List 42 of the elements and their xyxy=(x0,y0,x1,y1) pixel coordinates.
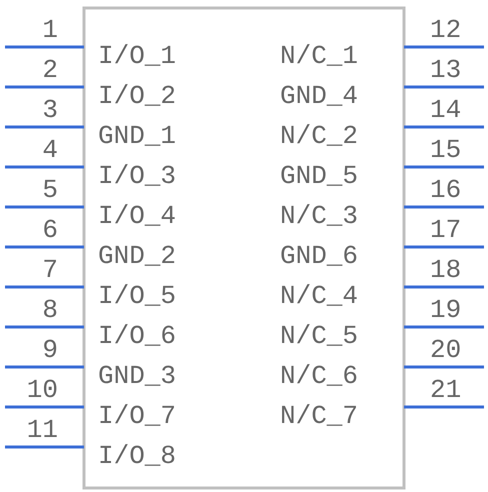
pin-name: N/C_5 xyxy=(280,322,358,350)
pin-number: 14 xyxy=(430,96,462,124)
pin-number: 16 xyxy=(430,176,462,204)
pin-number: 1 xyxy=(42,16,58,44)
pin-name: GND_1 xyxy=(98,122,176,150)
pin-name: I/O_1 xyxy=(98,42,176,70)
pin-number: 13 xyxy=(430,56,462,84)
pin-name: I/O_5 xyxy=(98,282,176,310)
pin-number: 19 xyxy=(430,296,462,324)
pin-name: I/O_6 xyxy=(98,322,176,350)
pin-number: 2 xyxy=(42,56,58,84)
pin-name: GND_4 xyxy=(280,82,358,110)
pin-number: 21 xyxy=(430,376,462,404)
pin-name: GND_5 xyxy=(280,162,358,190)
pin-number: 8 xyxy=(42,296,58,324)
pin-number: 17 xyxy=(430,216,462,244)
pin-name: I/O_8 xyxy=(98,442,176,470)
pin-number: 10 xyxy=(26,376,58,404)
pin-number: 6 xyxy=(42,216,58,244)
pin-number: 4 xyxy=(42,136,58,164)
pin-number: 18 xyxy=(430,256,462,284)
pin-name: I/O_7 xyxy=(98,402,176,430)
pin-name: GND_6 xyxy=(280,242,358,270)
pin-name: N/C_4 xyxy=(280,282,358,310)
pin-name: GND_2 xyxy=(98,242,176,270)
pin-name: N/C_6 xyxy=(280,362,358,390)
pin-number: 3 xyxy=(42,96,58,124)
pin-number: 12 xyxy=(430,16,462,44)
pin-name: I/O_3 xyxy=(98,162,176,190)
pin-name: GND_3 xyxy=(98,362,176,390)
pin-name: N/C_2 xyxy=(280,122,358,150)
pin-number: 5 xyxy=(42,176,58,204)
pin-number: 7 xyxy=(42,256,58,284)
pin-name: N/C_3 xyxy=(280,202,358,230)
pin-name: N/C_1 xyxy=(280,42,358,70)
pin-name: N/C_7 xyxy=(280,402,358,430)
pin-number: 9 xyxy=(42,336,58,364)
pin-name: I/O_2 xyxy=(98,82,176,110)
pin-number: 11 xyxy=(26,416,58,444)
pin-name: I/O_4 xyxy=(98,202,176,230)
pin-number: 15 xyxy=(430,136,462,164)
pin-number: 20 xyxy=(430,336,462,364)
